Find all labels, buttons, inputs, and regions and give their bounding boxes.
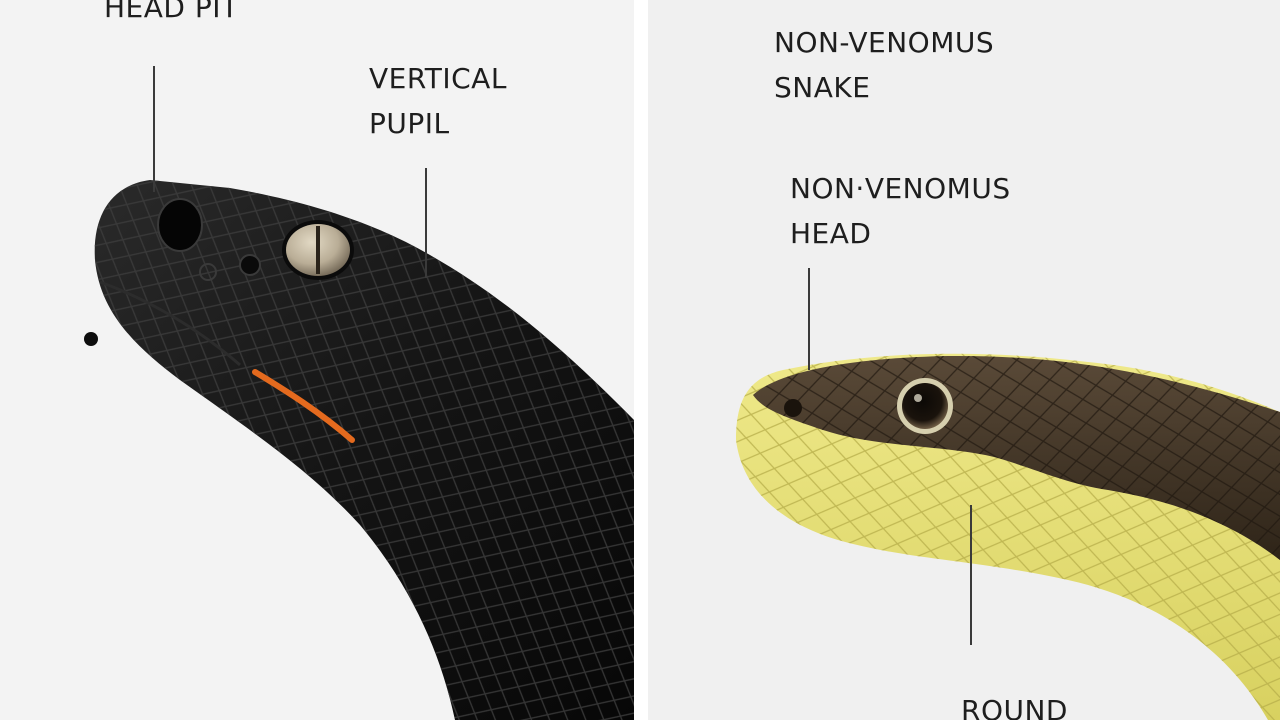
non-venomous-snake-body (736, 353, 1280, 720)
non-venomous-snake-panel: NON-VENOMUS SNAKE NON·VENOMUS HEAD ROUND (648, 0, 1280, 720)
venomous-snake-body (94, 180, 634, 720)
marker-dot (84, 332, 98, 346)
vertical-pupil-eye (282, 220, 354, 280)
nostril-icon (784, 399, 802, 417)
non-venomous-snake-label-line2: SNAKE (774, 71, 871, 104)
non-venomous-head-label: NON·VENOMUS HEAD (790, 166, 1011, 256)
panel-divider (634, 0, 648, 720)
venomous-snake-panel: HEAD PIT VERTICAL PUPIL (0, 0, 634, 720)
vertical-pupil-label-line1: VERTICAL (369, 62, 507, 95)
round-pupil-pointer (970, 505, 972, 645)
non-venomous-snake-label-line1: NON-VENOMUS (774, 26, 995, 59)
round-pupil-label: ROUND (961, 694, 1068, 720)
vertical-pupil-pointer (425, 168, 427, 278)
head-pit (157, 198, 203, 252)
non-venomous-snake-illustration (736, 353, 1280, 720)
nostril-icon (199, 254, 261, 281)
vertical-pupil-label-line2: PUPIL (369, 107, 450, 140)
non-venomous-snake-label: NON-VENOMUS SNAKE (774, 20, 994, 110)
non-venomous-head-pointer (808, 268, 810, 370)
non-venomous-head-label-line1: NON·VENOMUS (790, 172, 1011, 205)
head-pit-pointer (153, 66, 155, 192)
mouth-line (252, 369, 355, 443)
venomous-snake-illustration (84, 180, 634, 720)
vertical-pupil-label: VERTICAL PUPIL (369, 56, 507, 146)
round-pupil-eye (897, 378, 953, 434)
non-venomous-head-label-line2: HEAD (790, 217, 872, 250)
head-pit-label: HEAD PIT (104, 0, 239, 24)
